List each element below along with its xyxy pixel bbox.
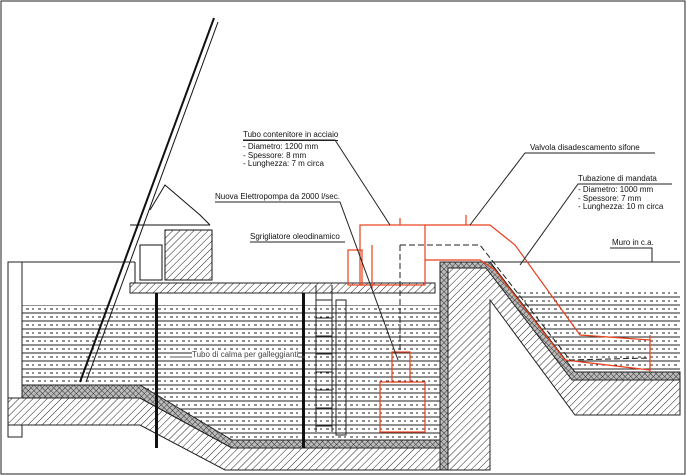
spec-diametro: - Diametro: 1200 mm (243, 142, 319, 151)
label-elettropompa: Nuova Elettropompa da 2000 l/sec. (215, 192, 340, 201)
label-valvola: Valvola disadescamento sifone (530, 143, 640, 152)
platform-deck (129, 282, 436, 294)
label-tubazione-mandata: Tubazione di mandata (578, 174, 657, 183)
central-wall-liner (439, 261, 681, 471)
label-tubo-contenitore: Tubo contenitore in acciaio (243, 130, 339, 141)
pipe-axis-2 (400, 244, 651, 361)
label-muro: Muro in c.a. (612, 238, 654, 247)
water-right (500, 290, 680, 375)
spec-diametro: - Diametro: 1000 mm (578, 185, 654, 194)
left-wall (7, 261, 23, 438)
specs-tubo-contenitore: - Diametro: 1200 mm - Spessore: 8 mm - L… (243, 142, 324, 169)
spec-lunghezza: - Lunghezza: 7 m circa (243, 159, 324, 168)
ladder (315, 285, 347, 436)
spec-spessore: - Spessore: 7 mm (578, 193, 642, 203)
new-pump-and-pipe (347, 215, 651, 433)
spec-lunghezza: - Lunghezza: 10 m circa (578, 202, 664, 211)
pile-1 (155, 293, 158, 448)
specs-tubazione-mandata: - Diametro: 1000 mm - Spessore: 7 mm - L… (578, 185, 664, 212)
pile-2 (302, 293, 305, 448)
label-tubo-calma: Tubo di calma per galleggianti (192, 350, 299, 359)
label-sgrigliatore: Sgrigliatore oleodinamico (250, 232, 340, 241)
trash-rake-crane (79, 17, 219, 383)
spec-spessore: - Spessore: 8 mm (243, 150, 307, 160)
